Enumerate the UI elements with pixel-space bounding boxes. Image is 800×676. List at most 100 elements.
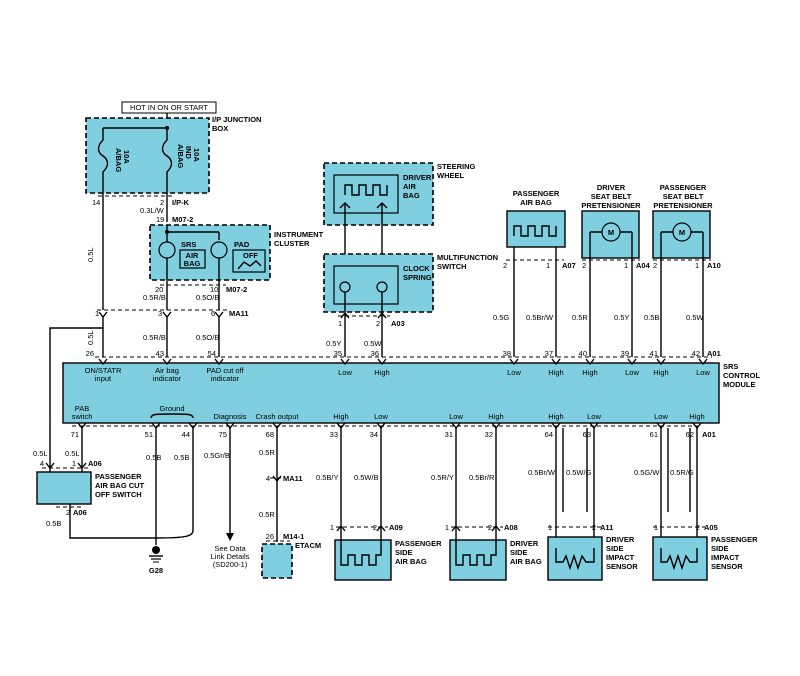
svg-text:High: High [488,412,503,421]
p-imp-3: IMPACT [711,553,740,562]
p-side-1: PASSENGER [395,539,442,548]
pass-pret-2: SEAT BELT [663,192,704,201]
pad-lamp-icon [210,241,228,259]
ma11-pin-3: 3 [158,309,162,318]
svg-text:Low: Low [587,412,601,421]
ip-junction-box [85,117,210,194]
wire-05rb-a: 0.5R/B [143,293,166,302]
pass-pret-1: PASSENGER [660,183,707,192]
pass-pret-3: PRETENSIONER [653,201,713,210]
svg-text:33: 33 [330,430,338,439]
a10-pin-2: 2 [653,261,657,270]
cluster-conn-top: M07-2 [172,215,193,224]
svg-text:54: 54 [208,349,216,358]
a06-conn-top: A06 [88,459,102,468]
svg-text:Ground: Ground [159,404,184,413]
svg-text:61: 61 [650,430,658,439]
pab-title-2: AIR BAG CUT [95,481,145,490]
driver-side-airbag [449,539,507,581]
svg-text:ON/STATR: ON/STATR [85,366,122,375]
pab-title-1: PASSENGER [95,472,142,481]
clock-spring-2: SPRING [403,273,432,282]
drv-pret-1: DRIVER [597,183,626,192]
wire-05l-a: 0.5L [86,247,95,262]
a08-pin-2: 2 [488,523,492,532]
svg-text:Crash output: Crash output [256,412,300,421]
pab-cut-off-switch [36,471,92,505]
wire-05wb: 0.5W/B [354,473,379,482]
wire-05y-b: 0.5Y [614,313,629,322]
wire-05r-a: 0.5R [572,313,588,322]
cluster-pin-20: 20 [155,285,163,294]
a04-pin-2: 2 [582,261,586,270]
svg-text:Low: Low [338,368,352,377]
a04-connector: A04 [636,261,651,270]
svg-text:PAB: PAB [75,404,89,413]
fuse2-rating: 10A [192,148,201,162]
a05-connector: A05 [704,523,718,532]
diag-note-1: See Data [214,544,246,553]
ipk-connector: I/P-K [172,198,190,207]
drv-pret-3: PRETENSIONER [581,201,641,210]
d-side-3: AIR BAG [510,557,542,566]
a08-pin-1: 1 [445,523,449,532]
p-imp-1: PASSENGER [711,535,758,544]
a08-connector: A08 [504,523,518,532]
pab-title-3: OFF SWITCH [95,490,142,499]
multi-title-1: MULTIFUNCTION [437,253,498,262]
svg-text:switch: switch [72,412,93,421]
wire-05l-c: 0.5L [33,449,48,458]
wire-05ob-a: 0.5O/B [196,293,219,302]
hot-label: HOT IN ON OR START [130,103,208,112]
module-top-labels: ON/STATR input Air bag indicator PAD cut… [85,358,710,383]
a01-top: A01 [707,349,721,358]
d-side-1: DRIVER [510,539,539,548]
ip-jb-title-2: BOX [212,124,228,133]
a06-conn-bottom: A06 [73,508,87,517]
wire-05l-d: 0.5L [65,449,80,458]
diag-arrow-icon [226,533,234,541]
srs-control-module [62,362,720,424]
fuse2-ind: IND [184,146,193,160]
svg-text:Low: Low [625,368,639,377]
m14-pin-26: 26 [266,532,274,541]
a09-pin-2: 2 [373,523,377,532]
svg-text:34: 34 [370,430,378,439]
passenger-side-impact-sensor [652,536,708,581]
svg-text:High: High [374,368,389,377]
a07-connector: A07 [562,261,576,270]
d-imp-1: DRIVER [606,535,635,544]
svg-text:High: High [653,368,668,377]
a03-pin-2: 2 [376,319,380,328]
p-imp-2: SIDE [711,544,729,553]
svg-text:75: 75 [219,430,227,439]
svg-text:35: 35 [334,349,342,358]
a04-pin-1: 1 [624,261,628,270]
airbag-ind-2: BAG [184,259,201,268]
fuse-abag-icon [97,128,109,196]
svg-text:Low: Low [374,412,388,421]
diag-note-2: Link Details [211,552,250,561]
steering-title-2: WHEEL [437,171,465,180]
ma11-pin-6: 6 [211,309,215,318]
d-imp-2: SIDE [606,544,624,553]
drv-airbag-2: AIR [403,182,417,191]
off-label: OFF [243,251,258,260]
wire-05brw-a: 0.5Br/W [526,313,554,322]
wire-05b-g1: 0.5B [146,453,161,462]
module-bottom-pins: 71 51 44 75 68 33 34 31 32 64 63 61 62 [71,422,702,439]
ma11-etacm: MA11 [283,474,303,483]
svg-text:Low: Low [449,412,463,421]
svg-text:43: 43 [156,349,164,358]
module-title-2: CONTROL [723,371,760,380]
wire-05ob-b: 0.5O/B [196,333,219,342]
srs-lamp-icon [158,241,176,259]
a07-pin-2: 2 [503,261,507,270]
svg-text:36: 36 [371,349,379,358]
svg-text:31: 31 [445,430,453,439]
cluster-title-2: CLUSTER [274,239,310,248]
etacm-module [261,543,293,579]
svg-text:68: 68 [266,430,274,439]
srs-label: SRS [181,240,196,249]
